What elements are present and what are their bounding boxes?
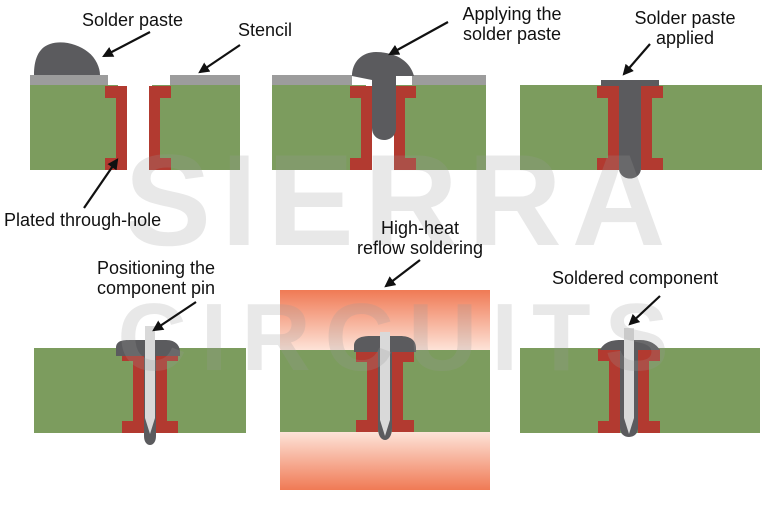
plating-left	[598, 349, 620, 433]
arrow-plated-hole	[83, 158, 119, 209]
arrow-applied	[622, 43, 651, 76]
label-applied-line2: applied	[655, 28, 715, 48]
label-reflow-line2: reflow soldering	[356, 238, 484, 258]
heat-zone-bottom	[280, 432, 490, 490]
board-right	[152, 85, 240, 170]
label-applied: Solder paste applied	[620, 8, 750, 48]
solder-paste-blob	[34, 42, 100, 75]
panel-stencil	[30, 42, 240, 170]
stencil-right	[170, 75, 240, 85]
arrow-soldered	[628, 295, 661, 326]
board-right	[396, 85, 486, 170]
stencil-right	[412, 75, 486, 85]
component-pin	[380, 332, 390, 436]
solder-fill	[601, 80, 659, 179]
label-soldered: Soldered component	[552, 268, 719, 288]
watermark-line1: SIERRA	[124, 127, 675, 273]
component-pin	[624, 328, 634, 434]
plating-right	[149, 86, 171, 170]
plating-right	[156, 349, 178, 433]
arrow-applying	[388, 21, 449, 56]
label-stencil: Stencil	[238, 20, 293, 40]
plating-left	[105, 86, 127, 170]
stencil-left	[272, 75, 352, 85]
panel-soldered	[520, 328, 760, 437]
label-positioning-line2: component pin	[96, 278, 216, 298]
label-positioning: Positioning the component pin	[76, 258, 236, 298]
stencil-left	[30, 75, 108, 85]
plating-right	[392, 350, 414, 432]
arrow-reflow	[384, 259, 421, 288]
panel-positioning	[34, 326, 246, 445]
arrow-stencil	[198, 44, 241, 74]
board-left	[272, 85, 366, 170]
plating-left	[356, 350, 378, 432]
label-applying: Applying the solder paste	[432, 4, 592, 44]
plating-left	[597, 86, 619, 170]
plating-right	[394, 86, 416, 170]
watermark: SIERRA CIRCUITS	[117, 127, 682, 391]
watermark-line2: CIRCUITS	[117, 284, 682, 391]
plating-left	[350, 86, 372, 170]
panel-reflow	[280, 332, 490, 440]
component-pin	[145, 326, 155, 434]
label-applying-line1: Applying the	[462, 4, 562, 24]
label-solder-paste: Solder paste	[82, 10, 184, 30]
plating-right	[641, 86, 663, 170]
label-reflow: High-heat reflow soldering	[330, 218, 510, 258]
label-positioning-line1: Positioning the	[96, 258, 216, 278]
plating-left	[122, 349, 144, 433]
label-reflow-line1: High-heat	[380, 218, 460, 238]
panel-applying	[272, 52, 486, 170]
label-applying-line2: solder paste	[462, 24, 562, 44]
board-left	[30, 85, 118, 170]
arrow-positioning	[152, 301, 197, 332]
solder-paste-flow	[352, 52, 414, 140]
plating-right	[638, 349, 660, 433]
arrow-solder-paste	[102, 31, 151, 58]
label-plated-hole: Plated through-hole	[4, 210, 162, 230]
panel-applied	[520, 80, 762, 179]
arrows	[83, 21, 661, 332]
label-applied-line1: Solder paste	[634, 8, 736, 28]
